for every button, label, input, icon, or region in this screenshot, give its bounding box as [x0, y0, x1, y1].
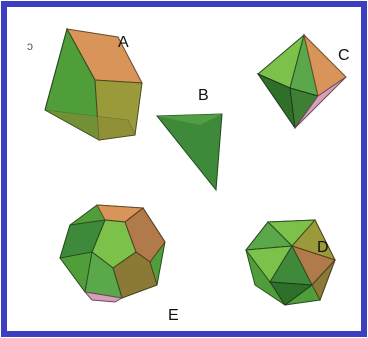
- tetrahedron-icon: [155, 113, 223, 192]
- label-e: E: [168, 307, 179, 324]
- octahedron-icon: [256, 33, 347, 130]
- cube-icon: [44, 27, 143, 141]
- label-d: D: [317, 239, 329, 256]
- label-b: B: [198, 87, 209, 104]
- label-a: A: [118, 34, 129, 51]
- corner-mark: ɔ: [27, 39, 33, 53]
- label-c: C: [338, 47, 350, 64]
- icosahedron-icon: [244, 219, 336, 306]
- dodecahedron-icon: [59, 204, 166, 303]
